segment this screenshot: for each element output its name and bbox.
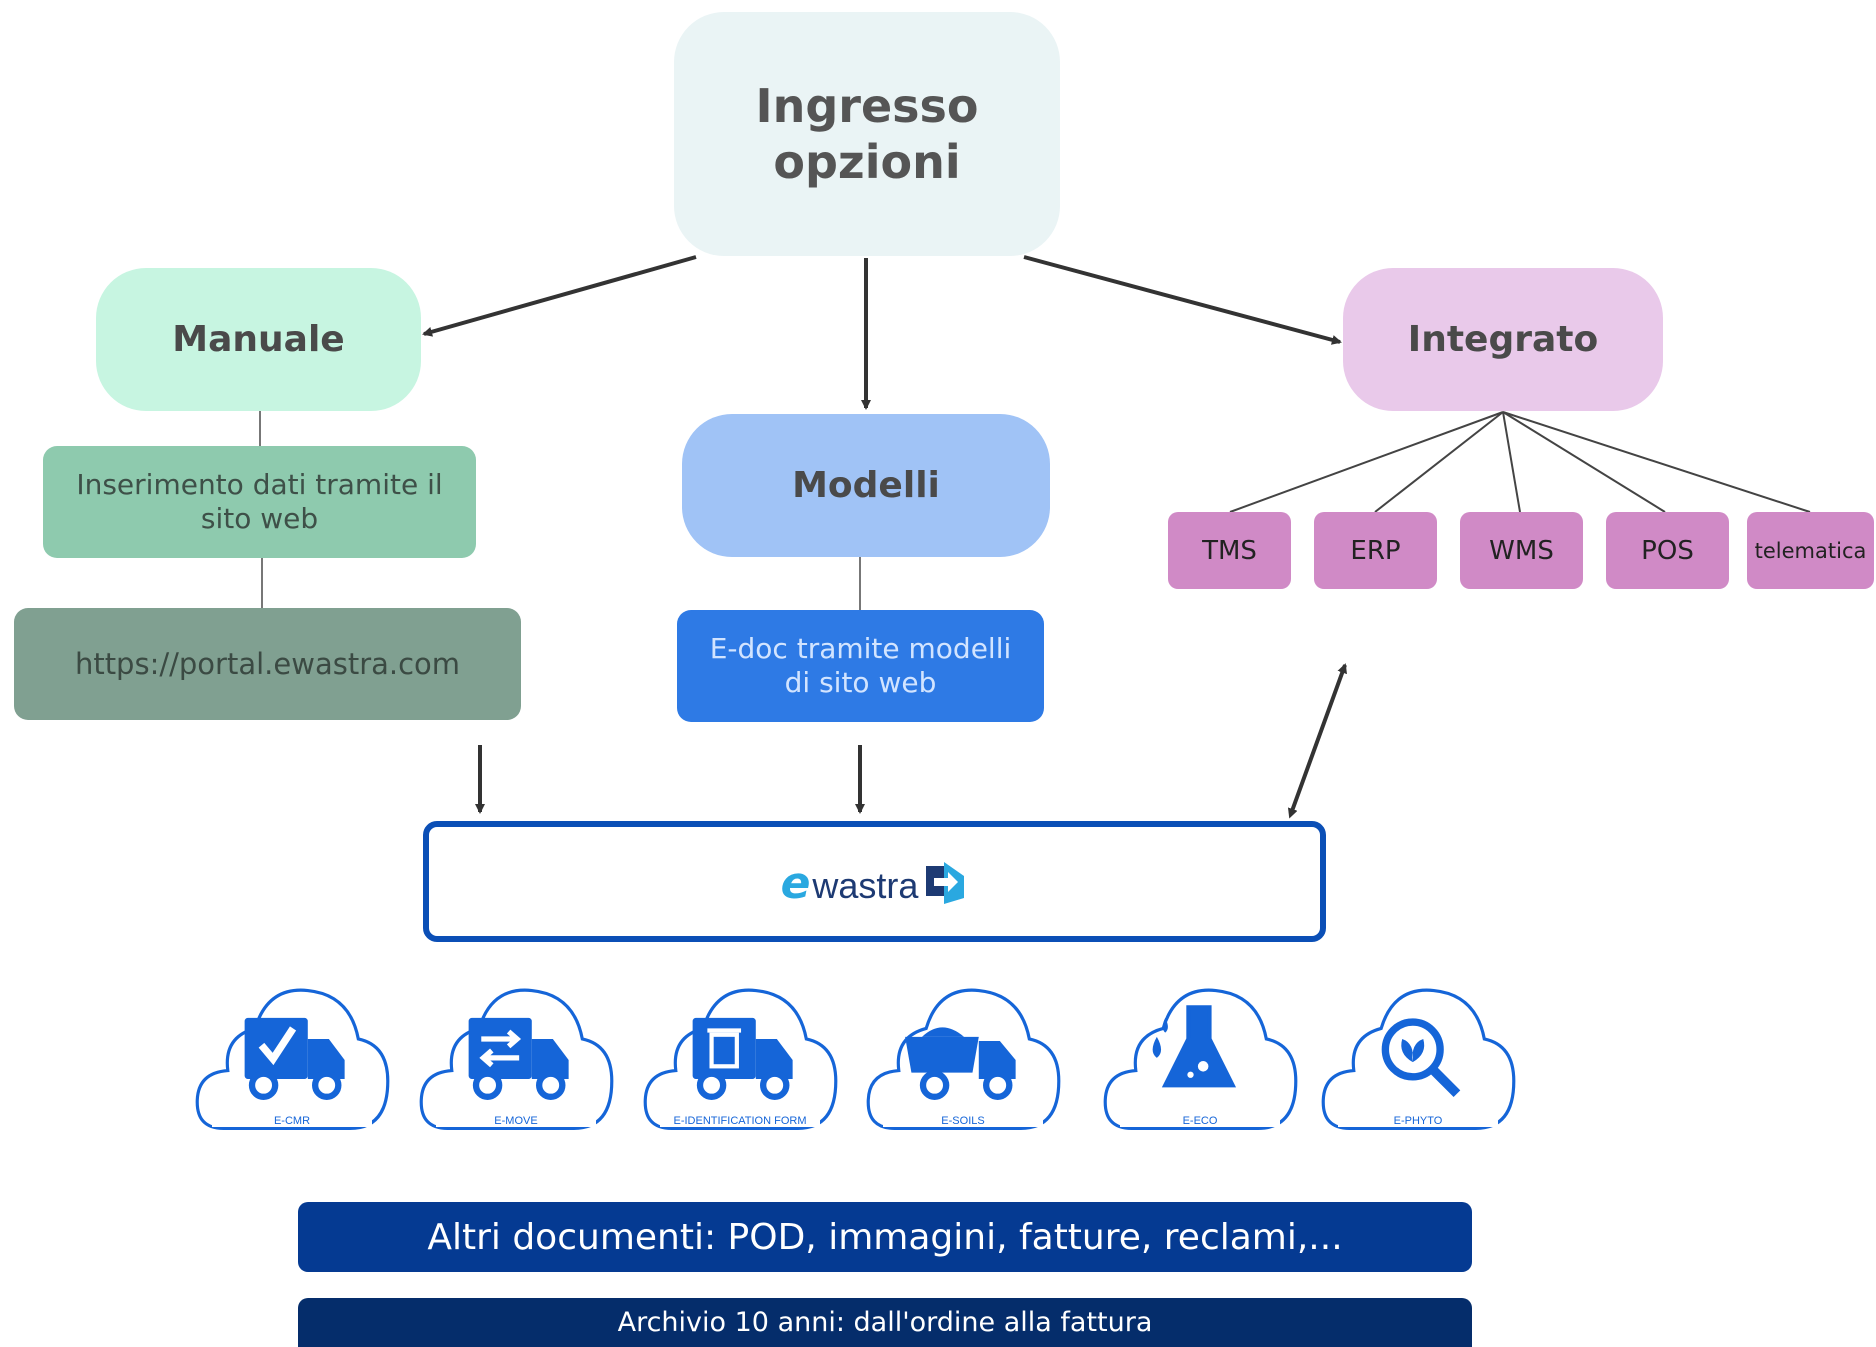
truck-trash-icon [692, 1017, 793, 1100]
manual-step-input: Inserimento dati tramite il sito web [43, 446, 476, 558]
models-node: Modelli [682, 414, 1050, 557]
cloud-label: E-PHYTO [1338, 1115, 1498, 1127]
dump-truck-icon [905, 1027, 1016, 1100]
integrated-title: Integrato [1407, 319, 1599, 360]
other-documents-bar: Altri documenti: POD, immagini, fatture,… [298, 1202, 1472, 1272]
truck-check-icon [244, 1017, 345, 1100]
archive-bar: Archivio 10 anni: dall'ordine alla fattu… [298, 1298, 1472, 1347]
manual-step-portal: https://portal.ewastra.com [14, 608, 521, 720]
system-label: WMS [1489, 535, 1554, 566]
cloud-shape [1321, 988, 1516, 1130]
system-pill-pos: POS [1606, 512, 1729, 589]
system-pill-wms: WMS [1460, 512, 1583, 589]
cloud-e-move: E-MOVE [416, 975, 616, 1145]
cloud-label: E-IDENTIFICATION FORM [660, 1115, 820, 1127]
truck-transfer-icon [468, 1017, 569, 1100]
cloud-e-cmr: E-CMR [192, 975, 392, 1145]
system-label: telematica [1754, 538, 1867, 563]
models-step-edoc: E-doc tramite modelli di sito web [677, 610, 1044, 722]
cloud-label: E-SOILS [883, 1115, 1043, 1127]
system-pill-erp: ERP [1314, 512, 1437, 589]
system-label: POS [1641, 535, 1694, 566]
system-label: TMS [1202, 535, 1257, 566]
ewastra-platform: e wastra [423, 821, 1326, 942]
cloud-e-phyto: E-PHYTO [1318, 975, 1518, 1145]
models-title: Modelli [792, 465, 940, 506]
manual-node: Manuale [96, 268, 421, 411]
cloud-shape [643, 988, 838, 1130]
integrated-fanout [1229, 411, 1811, 513]
system-pill-telematica: telematica [1747, 512, 1874, 589]
cloud-shape [419, 988, 614, 1130]
portal-url: https://portal.ewastra.com [74, 647, 461, 681]
system-label: ERP [1350, 535, 1401, 566]
manual-step1-text: Inserimento dati tramite il sito web [76, 468, 443, 535]
cloud-shape [195, 988, 390, 1130]
cloud-label: E-ECO [1120, 1115, 1280, 1127]
other-documents-text: Altri documenti: POD, immagini, fatture,… [427, 1216, 1343, 1258]
arrow-entry-to-manual [422, 255, 697, 337]
cloud-e-eco: E-ECO [1100, 975, 1300, 1145]
plant-search-icon [1381, 1018, 1461, 1098]
cloud-e-identification-form: E-IDENTIFICATION FORM [640, 975, 840, 1145]
system-pill-tms: TMS [1168, 512, 1291, 589]
arrow-platform-integrated [1287, 663, 1347, 819]
entry-title-line1: Ingresso [755, 79, 979, 133]
manual-title: Manuale [172, 319, 345, 360]
logo-truck-icon [926, 861, 965, 904]
logo-e: e [780, 857, 811, 909]
models-step1-text: E-doc tramite modelli di sito web [709, 632, 1012, 699]
integrated-node: Integrato [1343, 268, 1663, 411]
cloud-shape [1103, 988, 1298, 1130]
cloud-label: E-MOVE [436, 1115, 596, 1127]
ewastra-logo: e wastra [781, 858, 969, 906]
entry-title-line2: opzioni [773, 135, 961, 189]
logo-wordmark: wastra [812, 864, 919, 906]
flask-icon [1152, 1005, 1237, 1088]
entry-node: Ingresso opzioni [674, 12, 1060, 256]
cloud-e-soils: E-SOILS [863, 975, 1063, 1145]
archive-text: Archivio 10 anni: dall'ordine alla fattu… [617, 1307, 1153, 1338]
arrow-entry-to-integrated [1023, 255, 1342, 345]
cloud-label: E-CMR [212, 1115, 372, 1127]
cloud-shape [866, 988, 1061, 1130]
